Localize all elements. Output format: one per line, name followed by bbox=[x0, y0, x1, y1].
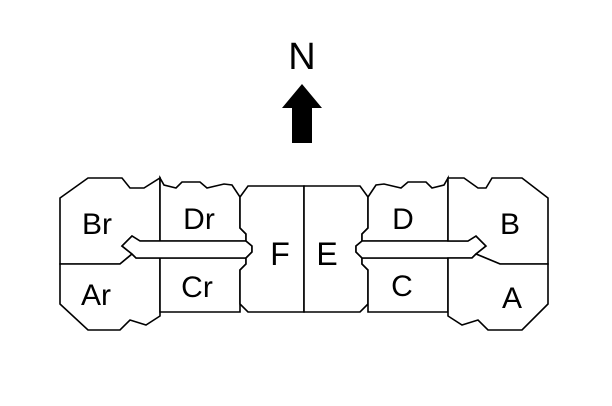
north-label: N bbox=[288, 36, 315, 78]
north-arrow-icon bbox=[282, 84, 322, 143]
label-br: Br bbox=[82, 208, 112, 241]
label-ar: Ar bbox=[81, 279, 111, 312]
label-cr: Cr bbox=[181, 271, 213, 304]
label-dr: Dr bbox=[183, 203, 215, 236]
label-d: D bbox=[392, 203, 414, 236]
label-c: C bbox=[391, 270, 413, 303]
label-f: F bbox=[270, 236, 290, 272]
label-a: A bbox=[502, 282, 522, 315]
unit-d bbox=[361, 174, 449, 242]
label-e: E bbox=[316, 236, 337, 272]
unit-ar bbox=[59, 252, 161, 331]
unit-a bbox=[447, 253, 549, 331]
label-b: B bbox=[500, 208, 520, 241]
